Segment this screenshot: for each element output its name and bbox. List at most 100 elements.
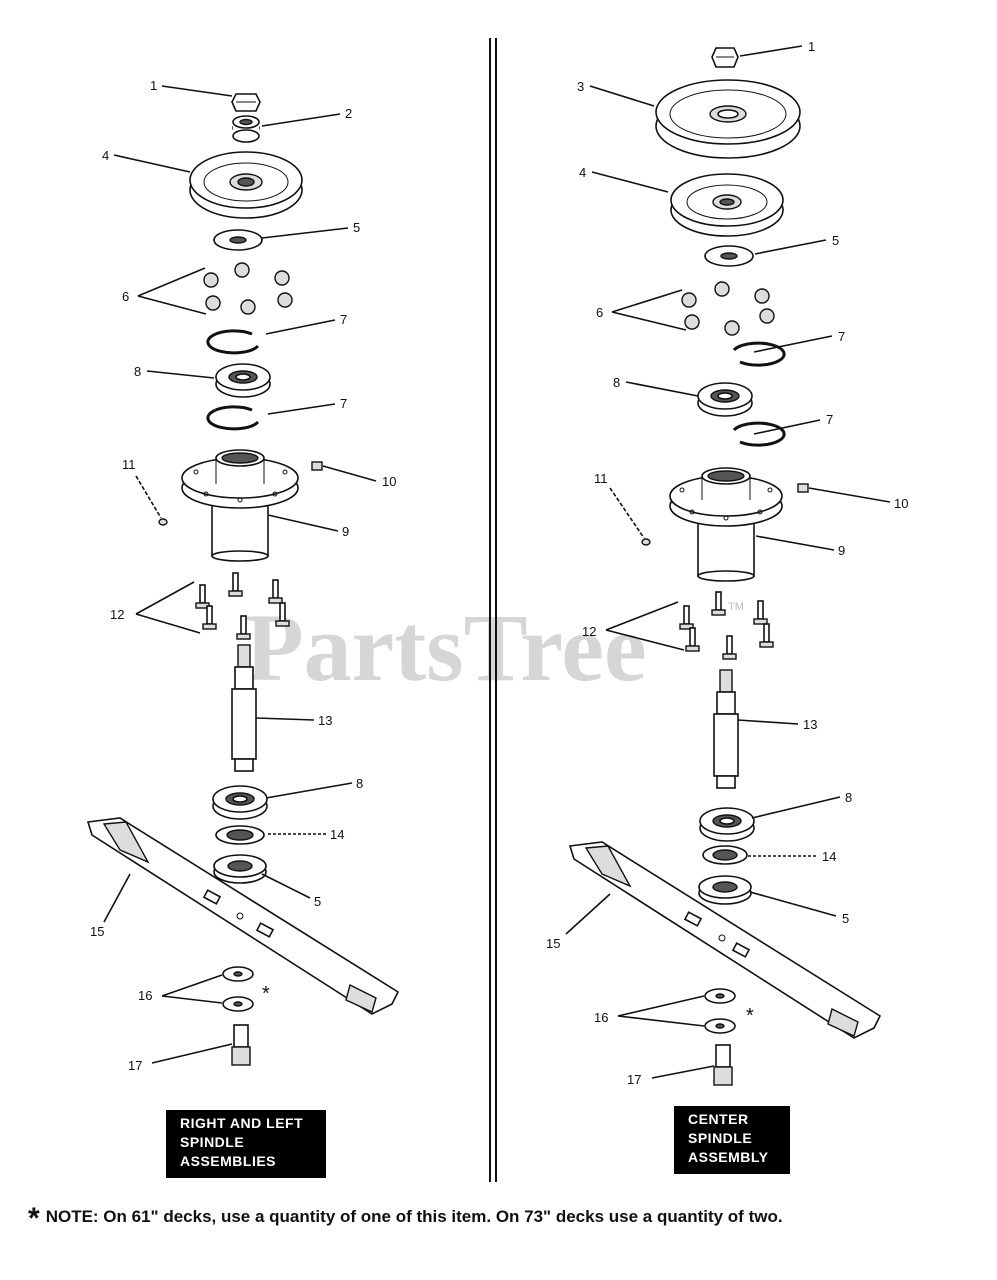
leader-line [751, 796, 841, 819]
callout-number: 8 [613, 375, 620, 390]
part-nut [711, 47, 739, 68]
part-snap-ring [206, 405, 260, 431]
leader-line [146, 370, 215, 379]
part-nut [231, 93, 261, 112]
callout-number: 11 [594, 471, 608, 486]
part-small-screw [158, 518, 168, 526]
leader-line [589, 85, 655, 107]
callout-number: 9 [342, 524, 349, 539]
leader-line [591, 171, 669, 193]
callout-number: 8 [845, 790, 852, 805]
leader-line [611, 311, 687, 331]
label-line: ASSEMBLIES [180, 1153, 277, 1169]
part-grease-fitting [311, 461, 323, 471]
leader-line [611, 289, 683, 313]
part-washer [213, 854, 267, 884]
part-blade-washers [222, 966, 254, 1012]
callout-number: 13 [318, 713, 332, 728]
part-bearing [697, 382, 753, 417]
callout-number: 11 [122, 457, 136, 472]
part-snap-ring [206, 329, 260, 355]
left-spindle-assembly: 1 2 4 5 6 7 8 7 11 10 9 12 13 8 14 15 5 … [86, 78, 400, 1073]
label-line: CENTER [688, 1111, 749, 1127]
leader-line [322, 465, 377, 482]
leader-line [651, 1065, 715, 1079]
callout-number: 10 [382, 474, 396, 489]
callout-number: 14 [822, 849, 836, 864]
part-bearing [699, 807, 755, 842]
asterisk-marker: * [262, 983, 270, 1005]
watermark-tm: TM [728, 601, 744, 613]
watermark-text: PartsTree [245, 594, 647, 701]
note-asterisk: * [28, 1202, 40, 1235]
part-blade-bolt [713, 1044, 733, 1086]
leader-line [103, 873, 131, 923]
leader-line [753, 419, 821, 435]
leader-line [261, 113, 341, 127]
part-spacer-washer [215, 825, 265, 845]
part-washer [213, 229, 263, 251]
leader-line [161, 995, 223, 1004]
part-spacer-washer [702, 845, 748, 865]
leader-line [749, 891, 837, 917]
part-blade-bolt [231, 1024, 251, 1066]
leader-line [617, 1015, 705, 1027]
callout-number: 1 [150, 78, 157, 93]
asterisk-marker: * [746, 1005, 754, 1027]
callout-number: 6 [596, 305, 603, 320]
callout-number: 16 [594, 1010, 608, 1025]
callout-number: 15 [90, 924, 104, 939]
callout-number: 10 [894, 496, 908, 511]
part-washer [704, 245, 754, 267]
part-small-screw [641, 538, 651, 546]
part-snap-ring [732, 341, 786, 367]
part-carriage-bolts [195, 572, 290, 640]
leader-line [267, 403, 336, 415]
callout-number: 7 [340, 312, 347, 327]
part-snap-ring [732, 421, 786, 447]
part-mower-blade [568, 841, 882, 1039]
center-spindle-assembly: 1 3 4 5 6 7 8 7 11 10 9 12 13 8 14 15 5 … [546, 39, 908, 1087]
part-pulley [670, 173, 784, 237]
part-hex-nuts [203, 262, 293, 315]
leader-line [161, 974, 223, 997]
leader-line [137, 267, 206, 297]
leader-line [151, 1043, 233, 1064]
callout-number: 9 [838, 543, 845, 558]
callout-number: 3 [577, 79, 584, 94]
callout-number: 17 [627, 1072, 641, 1087]
callout-number: 5 [832, 233, 839, 248]
leader-line [113, 154, 191, 173]
part-grease-fitting [797, 483, 809, 493]
leader-line [255, 717, 315, 721]
callout-number: 8 [134, 364, 141, 379]
leader-line [135, 581, 195, 615]
quantity-note: *NOTE: On 61" decks, use a quantity of o… [28, 1202, 988, 1236]
label-line: RIGHT AND LEFT [180, 1115, 304, 1131]
callout-number: 17 [128, 1058, 142, 1073]
leader-line [625, 381, 699, 397]
leader-line [267, 514, 339, 532]
label-line: SPINDLE [180, 1134, 245, 1150]
callout-number: 12 [582, 624, 596, 639]
callout-number: 2 [345, 106, 352, 121]
part-spindle-housing [181, 449, 299, 562]
leader-line [739, 45, 803, 57]
leader-line [605, 601, 679, 631]
part-pulley [189, 151, 303, 219]
part-spindle-housing [669, 467, 783, 582]
leader-line [161, 85, 233, 97]
callout-number: 15 [546, 936, 560, 951]
part-bearing [215, 363, 271, 398]
leader-line [617, 995, 705, 1017]
leader-line [737, 719, 799, 725]
leader-line [609, 487, 645, 539]
leader-line [565, 893, 611, 935]
callout-number: 1 [808, 39, 815, 54]
callout-number: 4 [102, 148, 109, 163]
part-carriage-bolts [679, 591, 774, 660]
part-washer [698, 875, 752, 905]
leader-line [265, 319, 336, 335]
part-spacer [232, 115, 260, 143]
leader-line [605, 629, 685, 651]
